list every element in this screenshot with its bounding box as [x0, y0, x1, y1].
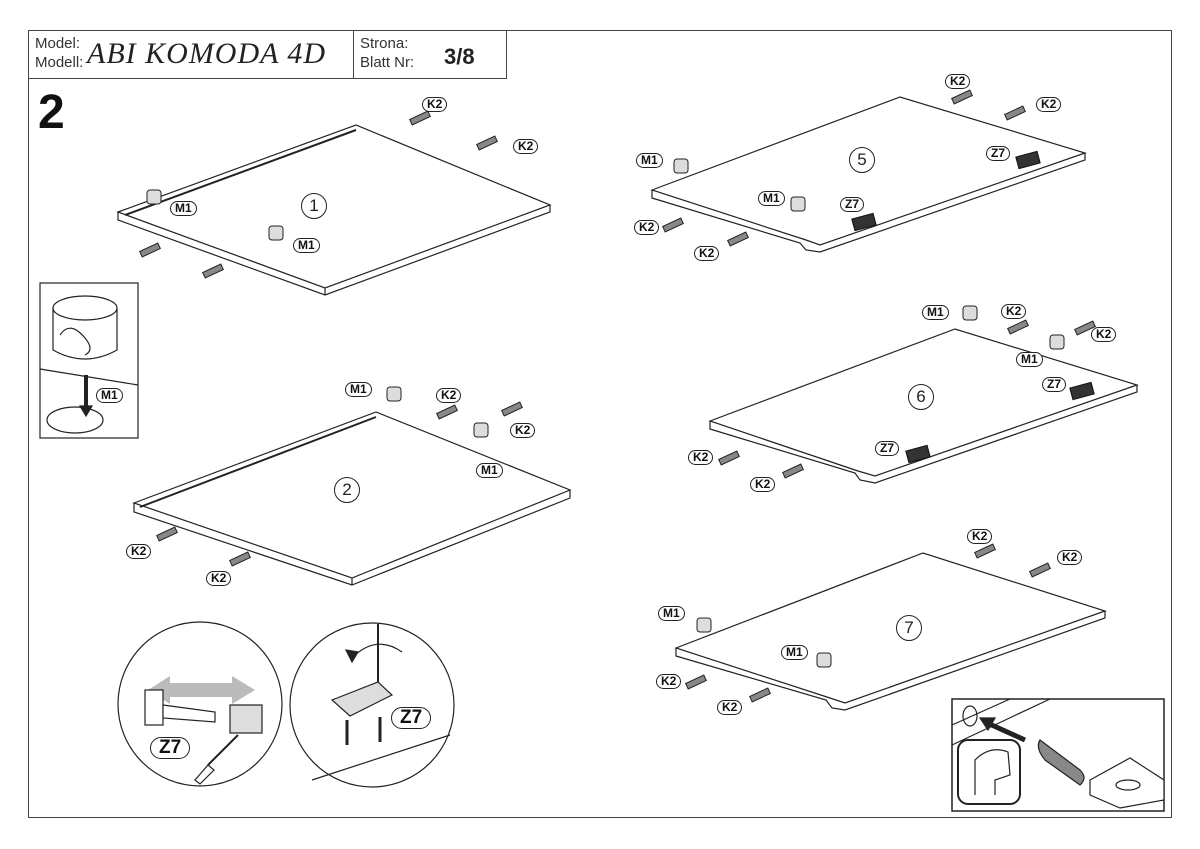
page-label-pl: Strona: [360, 35, 409, 52]
part-label: K2 [422, 97, 448, 112]
panel-number-6: 6 [908, 384, 934, 410]
page-cell: Strona: Blatt Nr: 3/8 [354, 31, 506, 78]
hinge-small-icons [851, 150, 1095, 464]
part-label: M1 [922, 305, 949, 320]
panel-number-1: 1 [301, 193, 327, 219]
hinge-detail-circle [117, 621, 283, 787]
part-label: K2 [688, 450, 714, 465]
part-label: M1 [1016, 352, 1043, 367]
part-label: M1 [170, 201, 197, 216]
part-label: K2 [717, 700, 743, 715]
cam-lock-small-icons [146, 158, 1065, 668]
part-label: Z7 [986, 146, 1011, 161]
page-label-de: Blatt Nr: [360, 54, 415, 71]
part-label: K2 [513, 139, 539, 154]
rotate-arrow-icon [354, 643, 403, 656]
part-label: M1 [345, 382, 372, 397]
safety-detail-box [951, 698, 1165, 812]
model-name: ABI KOMODA 4D [87, 37, 327, 70]
part-label: K2 [436, 388, 462, 403]
part-label: K2 [1057, 550, 1083, 565]
part-label: Z7 [1042, 377, 1067, 392]
part-label: K2 [945, 74, 971, 89]
panel-number-7: 7 [896, 615, 922, 641]
panel-7-board [674, 552, 1107, 711]
part-label: K2 [1036, 97, 1062, 112]
step-number: 2 [38, 86, 65, 139]
part-label: K2 [126, 544, 152, 559]
cam-lock-detail-box [39, 282, 139, 439]
part-label: M1 [658, 606, 685, 621]
page-frame [28, 30, 1172, 818]
panel-number-5: 5 [849, 147, 875, 173]
part-label: K2 [510, 423, 536, 438]
part-label: Z7 [840, 197, 865, 212]
model-label-de: Modell: [35, 54, 84, 71]
part-label: M1 [476, 463, 503, 478]
part-label: K2 [206, 571, 232, 586]
hinge-mount-detail-circle [289, 622, 455, 788]
panel-5-board [650, 96, 1087, 253]
part-label: K2 [750, 477, 776, 492]
adjust-arrow-icon [148, 676, 255, 704]
screwdriver-icon [207, 734, 239, 766]
part-label: K2 [694, 246, 720, 261]
part-label: M1 [781, 645, 808, 660]
hinge-icon [144, 689, 164, 726]
cam-lock-label: M1 [96, 388, 123, 403]
part-label: M1 [293, 238, 320, 253]
model-cell: Model: Modell: ABI KOMODA 4D [29, 31, 354, 78]
panel-number-2: 2 [334, 477, 360, 503]
title-block: Model: Modell: ABI KOMODA 4D Strona: Bla… [28, 30, 507, 79]
part-label: K2 [1091, 327, 1117, 342]
cam-lock-icon [46, 295, 118, 434]
part-label: K2 [1001, 304, 1027, 319]
model-label-pl: Model: [35, 35, 81, 52]
part-label: K2 [967, 529, 993, 544]
page-number: 3/8 [444, 44, 475, 69]
part-label: K2 [634, 220, 660, 235]
part-label: M1 [758, 191, 785, 206]
hinge-mount-label: Z7 [391, 707, 432, 729]
dowel-icons [139, 89, 1096, 703]
hinge-label: Z7 [150, 737, 191, 759]
safety-goggles-icon [957, 739, 1021, 805]
part-label: K2 [656, 674, 682, 689]
part-label: Z7 [875, 441, 900, 456]
panel-1-board [116, 124, 552, 296]
part-label: M1 [636, 153, 663, 168]
